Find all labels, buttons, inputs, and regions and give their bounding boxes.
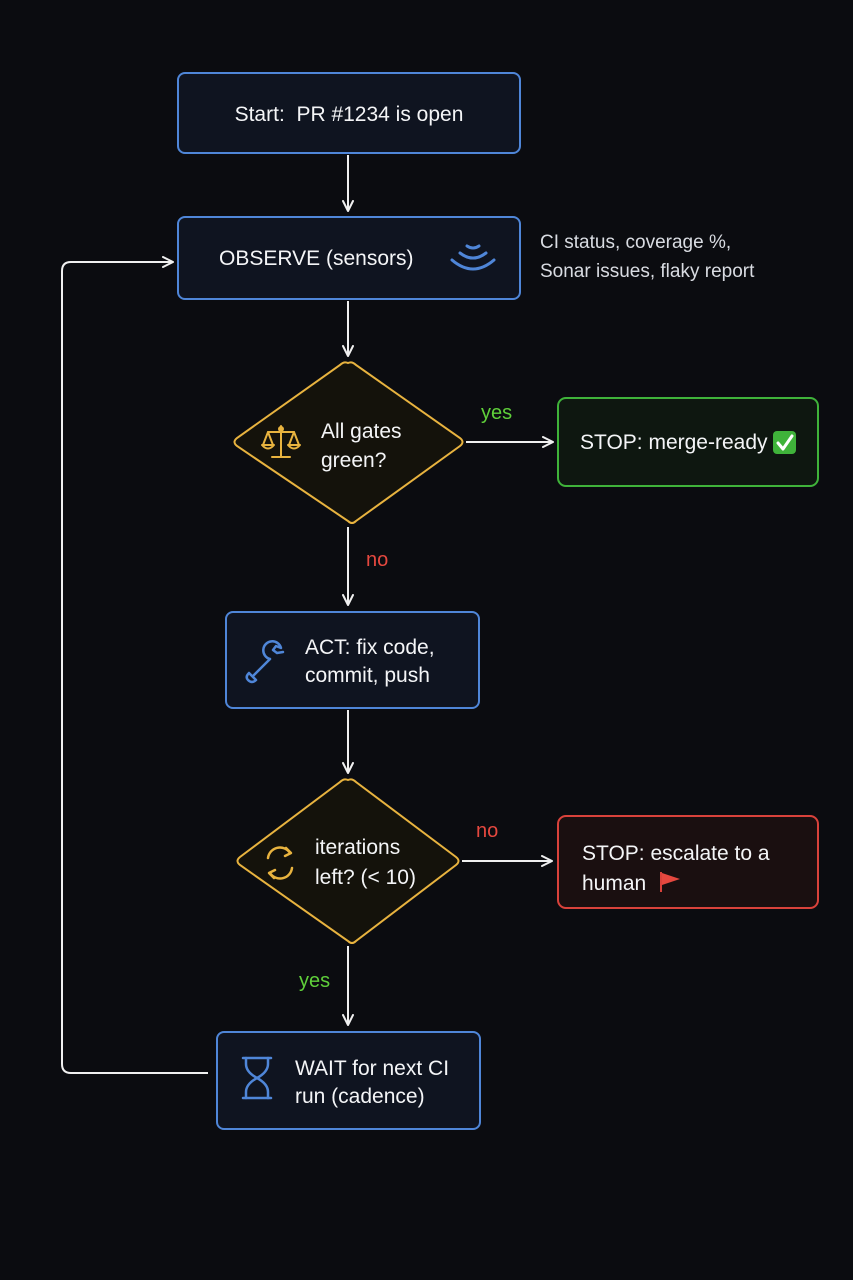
hourglass-icon	[241, 1056, 273, 1100]
act-label-line1: ACT: fix code,	[305, 636, 435, 659]
sensor-waves-icon	[450, 244, 496, 271]
stop-escalate-node: STOP: escalate to a human	[557, 815, 819, 909]
gates-decision: All gates green?	[233, 361, 464, 524]
observe-note-line1: CI status, coverage %,	[540, 232, 731, 253]
checkmark-icon	[773, 431, 796, 454]
gates-label-line2: green?	[321, 449, 386, 472]
stop-merge-node: STOP: merge-ready	[557, 397, 819, 487]
gates-no-label: no	[366, 549, 388, 571]
refresh-icon	[266, 846, 294, 880]
edges	[61, 155, 554, 1074]
edge-wait-loop-to-observe	[61, 256, 208, 1074]
wrench-icon	[245, 640, 285, 684]
act-label-line2: commit, push	[305, 664, 430, 687]
wait-label-line2: run (cadence)	[295, 1085, 425, 1108]
wait-node: WAIT for next CI run (cadence)	[216, 1031, 481, 1130]
observe-node: OBSERVE (sensors)	[177, 216, 521, 300]
observe-note: CI status, coverage %, Sonar issues, fla…	[540, 232, 755, 282]
gates-label-line1: All gates	[321, 420, 402, 443]
start-label: Start: PR #1234 is open	[235, 103, 464, 126]
red-flag-icon	[660, 872, 680, 892]
act-node: ACT: fix code, commit, push	[225, 611, 480, 709]
gates-yes-label: yes	[481, 402, 512, 424]
observe-note-line2: Sonar issues, flaky report	[540, 261, 755, 282]
iterations-label-line2: left? (< 10)	[315, 866, 416, 889]
start-node: Start: PR #1234 is open	[177, 72, 521, 154]
balance-scale-icon	[261, 425, 301, 458]
stop-escalate-label-line2: human	[582, 872, 646, 895]
wait-label-line1: WAIT for next CI	[295, 1057, 449, 1080]
stop-escalate-label-line1: STOP: escalate to a	[582, 842, 770, 865]
stop-merge-label: STOP: merge-ready	[580, 431, 768, 454]
iterations-yes-label: yes	[299, 970, 330, 992]
iterations-no-label: no	[476, 820, 498, 842]
observe-label: OBSERVE (sensors)	[219, 247, 414, 270]
iterations-label-line1: iterations	[315, 836, 400, 859]
iterations-decision: iterations left? (< 10)	[236, 778, 460, 944]
